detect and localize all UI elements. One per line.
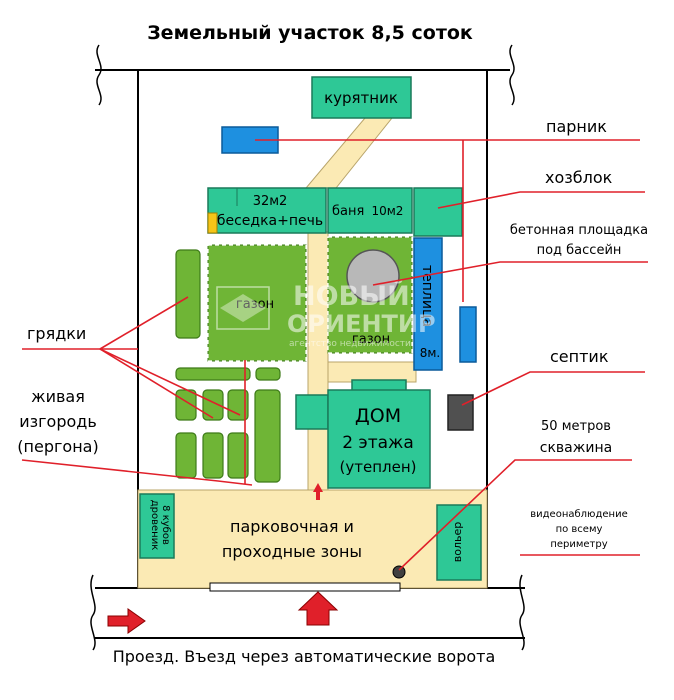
gazebo: 32м2 беседка+печь: [207, 187, 327, 234]
aviary: вольер: [436, 504, 482, 581]
bath-area: 10м2: [371, 204, 403, 218]
garden-bed: [227, 432, 249, 479]
svg-text:баня 10м2: баня 10м2: [332, 204, 403, 219]
callout-utility-block: хозблок: [545, 168, 613, 187]
firewood-volume: 8 кубов: [160, 505, 171, 545]
bath-label: баня: [332, 204, 364, 219]
chicken-coop: курятник: [311, 76, 412, 119]
callout-septic: септик: [550, 347, 609, 366]
path-house-front: [327, 361, 417, 383]
break-marks: [90, 44, 525, 651]
watermark-line1: НОВЫЙ: [293, 280, 410, 312]
svg-text:дровеник: дровеник: [149, 500, 160, 551]
callout-hedge-2: изгородь: [19, 412, 97, 431]
garden-bed: [255, 367, 281, 381]
gazebo-label: беседка+печь: [217, 213, 323, 229]
lawn-left-label: газон: [236, 297, 274, 312]
aviary-label: вольер: [451, 522, 464, 562]
chicken-coop-label: курятник: [324, 89, 398, 107]
garden-bed: [202, 389, 224, 421]
septic-tank: [447, 394, 474, 431]
garden-beds: [175, 249, 281, 483]
garden-bed: [175, 249, 201, 339]
callout-well-2: скважина: [540, 440, 612, 456]
bath: баня 10м2: [327, 187, 413, 234]
house-title: ДОМ: [355, 405, 401, 427]
footer-caption: Проезд. Въезд через автоматические ворот…: [113, 647, 496, 666]
path-to-coop: [304, 117, 394, 189]
blue-strip: [459, 306, 477, 363]
lawn-right-label: газон: [352, 332, 390, 347]
callout-hedge-3: (пергона): [17, 437, 98, 456]
greenhouse-size: 8м.: [420, 346, 441, 360]
callout-pool-1: бетонная площадка: [510, 223, 648, 238]
garden-bed: [202, 432, 224, 479]
watermark: НОВЫЙ ОРИЕНТИР агентство недвижимости: [216, 280, 436, 349]
garden-bed: [175, 432, 197, 479]
callout-cctv-3: периметру: [550, 539, 607, 550]
entry-arrow-up: [297, 591, 339, 626]
parking-zone: [137, 489, 488, 589]
house-entry-arrow: [313, 483, 323, 500]
callout-well-1: 50 метров: [541, 419, 611, 434]
callout-cctv-1: видеонаблюдение: [530, 509, 627, 520]
greenhouse: теплица 8м.: [413, 237, 443, 371]
house-floors: 2 этажа: [342, 433, 414, 453]
callout-garden-beds: грядки: [27, 324, 86, 343]
house-porch: [295, 394, 329, 430]
leader-lines: [21, 139, 648, 571]
utility-block: [413, 187, 463, 237]
garden-bed: [254, 389, 281, 483]
firewood-shed: дровеник 8 кубов: [139, 493, 175, 559]
parking-label-2: проходные зоны: [222, 542, 362, 561]
watermark-line2: ОРИЕНТИР: [287, 310, 436, 338]
watermark-line3: агентство недвижимости: [289, 339, 411, 349]
house-insulation: (утеплен): [340, 458, 417, 476]
house: ДОМ 2 этажа (утеплен): [295, 379, 431, 489]
garden-bed: [175, 367, 251, 381]
lawn-left: газон: [207, 244, 307, 362]
gate: [209, 582, 401, 592]
callout-cctv-2: по всему: [556, 524, 603, 535]
greenhouse-label: теплица: [419, 265, 435, 327]
plan-title: Земельный участок 8,5 соток: [147, 22, 473, 44]
entry-arrow-right: [107, 608, 146, 634]
firewood-label: дровеник: [149, 500, 160, 551]
callout-hedge-1: живая: [31, 387, 85, 406]
lawn-right: газон: [327, 236, 413, 354]
pool-pad: [346, 249, 400, 303]
well: [392, 565, 406, 579]
parking-label-1: парковочная и: [230, 517, 354, 536]
callout-pool-2: под бассейн: [537, 243, 622, 258]
stove: [207, 212, 218, 234]
callout-hotbed: парник: [546, 117, 607, 136]
path-central: [307, 231, 329, 491]
gazebo-area: 32м2: [253, 194, 288, 209]
svg-text:8 кубов: 8 кубов: [160, 505, 171, 545]
